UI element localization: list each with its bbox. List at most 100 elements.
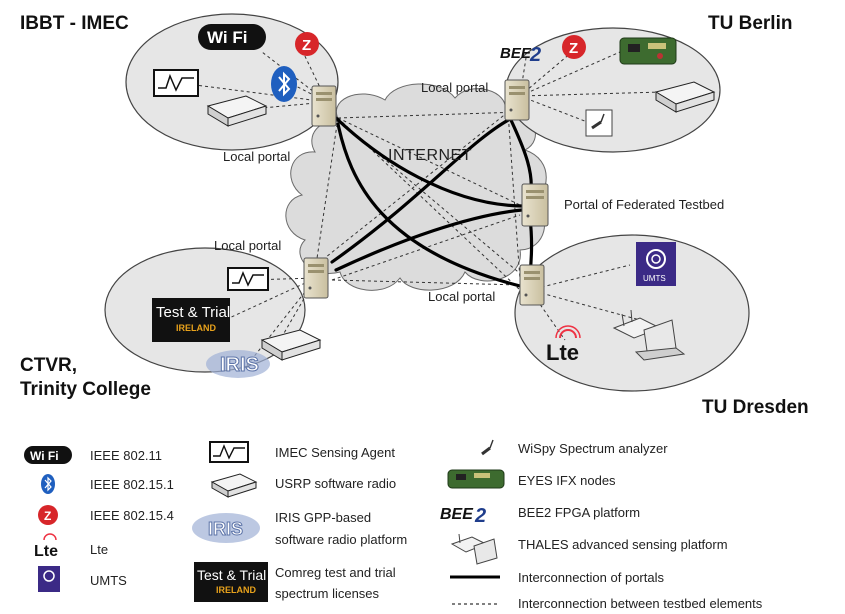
- legend-label: Interconnection between testbed elements: [518, 596, 763, 611]
- lte-text: Lte: [34, 543, 58, 560]
- federated-portal-label: Portal of Federated Testbed: [564, 197, 724, 212]
- bee2-icon: BEE 2: [500, 44, 541, 66]
- eyes-node-icon: [619, 37, 677, 65]
- portal-tuberlin-server[interactable]: [504, 79, 530, 121]
- usrp-icon: [654, 81, 716, 113]
- bee2-text: BEE: [500, 45, 532, 62]
- test-trial-icon: Test & Trial IRELAND: [194, 562, 268, 602]
- sensing-agent-icon: [209, 441, 249, 463]
- iris-icon: IRIS: [192, 513, 260, 543]
- lte-text: Lte: [546, 340, 579, 365]
- thales-icon: [612, 309, 686, 361]
- legend-label: UMTS: [90, 573, 127, 588]
- test-trial-text: Test & Trial: [156, 304, 230, 321]
- site-tudresden-ellipse: [514, 234, 750, 392]
- legend-label: USRP software radio: [275, 476, 396, 491]
- site-ctvr-title-1: CTVR,: [20, 355, 77, 376]
- wispy-icon: [585, 109, 613, 137]
- legend-item-lte: Lte Lte: [34, 533, 108, 560]
- sensing-agent-icon: [153, 69, 199, 97]
- ireland-text: IRELAND: [216, 585, 256, 595]
- wifi-badge-text: Wi Fi: [207, 28, 247, 47]
- internet-label: INTERNET: [388, 147, 472, 164]
- legend-item-iris: IRIS IRIS GPP-based software radio platf…: [192, 510, 407, 547]
- legend-item-zigbee: Z IEEE 802.15.4: [38, 505, 174, 525]
- legend-item-usrp: USRP software radio: [210, 473, 396, 498]
- umts-text: UMTS: [643, 274, 666, 283]
- iris-text: IRIS: [208, 519, 243, 539]
- local-portal-ctvr-label: Local portal: [214, 238, 281, 253]
- local-portal-tuberlin-label: Local portal: [421, 80, 488, 95]
- umts-icon: UMTS: [636, 242, 676, 286]
- legend-item-thales: THALES advanced sensing platform: [450, 533, 728, 565]
- legend-label: Lte: [90, 542, 108, 557]
- zigbee-icon: Z: [295, 32, 319, 56]
- site-tuberlin-title: TU Berlin: [708, 13, 792, 34]
- zigbee-icon: Z: [562, 35, 586, 59]
- eyes-node-icon: [447, 469, 505, 489]
- local-portal-ibbt-label: Local portal: [223, 149, 290, 164]
- bee2-icon: BEE 2: [440, 505, 486, 527]
- legend-label: THALES advanced sensing platform: [518, 537, 728, 552]
- legend-item-bluetooth: IEEE 802.15.1: [41, 474, 174, 494]
- wifi-icon: Wi Fi: [198, 24, 266, 50]
- legend-item-portal-line: Interconnection of portals: [450, 570, 664, 585]
- local-portal-tudresden-label: Local portal: [428, 289, 495, 304]
- test-trial-icon: Test & Trial IRELAND: [152, 298, 230, 342]
- usrp-icon: [206, 95, 268, 127]
- wifi-icon: Wi Fi: [24, 446, 72, 464]
- legend-item-sensing-agent: IMEC Sensing Agent: [209, 441, 395, 463]
- legend-label: WiSpy Spectrum analyzer: [518, 441, 668, 456]
- legend: Wi Fi IEEE 802.11 IEEE 802.15.1 Z IEEE 8…: [24, 439, 763, 611]
- iris-text: IRIS: [220, 354, 259, 376]
- ireland-text: IRELAND: [176, 323, 216, 333]
- usrp-icon: [260, 329, 322, 361]
- internet-cloud: [285, 83, 547, 291]
- legend-item-bee2: BEE 2 BEE2 FPGA platform: [440, 505, 640, 527]
- bluetooth-icon: [271, 66, 297, 102]
- legend-label: BEE2 FPGA platform: [518, 505, 640, 520]
- legend-label: IEEE 802.15.4: [90, 508, 174, 523]
- zigbee-text: Z: [569, 40, 578, 57]
- legend-label: IEEE 802.11: [90, 448, 162, 463]
- bee2-num: 2: [474, 505, 486, 527]
- legend-label: EYES IFX nodes: [518, 473, 616, 488]
- site-ibbt-title: IBBT - IMEC: [20, 13, 129, 34]
- usrp-icon: [210, 473, 258, 498]
- legend-item-wispy: WiSpy Spectrum analyzer: [481, 439, 668, 456]
- umts-icon: [38, 566, 60, 592]
- legend-item-eyes: EYES IFX nodes: [447, 469, 616, 489]
- legend-item-wifi: Wi Fi IEEE 802.11: [24, 446, 162, 464]
- lte-icon: Lte: [546, 325, 581, 365]
- legend-label: software radio platform: [275, 532, 407, 547]
- iris-icon: IRIS: [206, 350, 270, 378]
- zigbee-text: Z: [44, 509, 51, 523]
- sensing-agent-icon: [227, 267, 269, 291]
- site-tudresden-title: TU Dresden: [702, 397, 809, 418]
- legend-label: Interconnection of portals: [518, 570, 664, 585]
- zigbee-text: Z: [302, 37, 311, 54]
- bluetooth-icon: [41, 474, 55, 494]
- lte-icon: Lte: [34, 533, 58, 560]
- legend-label: Comreg test and trial: [275, 565, 396, 580]
- thales-icon: [450, 533, 498, 565]
- site-ctvr-title-2: Trinity College: [20, 379, 151, 400]
- wifi-badge-text: Wi Fi: [30, 449, 59, 463]
- portal-tudresden-server[interactable]: [519, 264, 545, 306]
- legend-label: IEEE 802.15.1: [90, 477, 174, 492]
- wispy-icon: [481, 439, 494, 456]
- legend-item-test-trial: Test & Trial IRELAND Comreg test and tri…: [194, 562, 396, 602]
- portal-federated-server[interactable]: [521, 183, 549, 227]
- bee2-num: 2: [529, 44, 541, 66]
- portal-ctvr-server[interactable]: [303, 257, 329, 299]
- legend-item-element-line: Interconnection between testbed elements: [452, 596, 763, 611]
- portal-ibbt-server[interactable]: [311, 85, 337, 127]
- bee2-text: BEE: [440, 506, 474, 523]
- legend-label: IMEC Sensing Agent: [275, 445, 395, 460]
- zigbee-icon: Z: [38, 505, 58, 525]
- site-ibbt-ellipse: [125, 13, 339, 151]
- legend-item-umts: UMTS: [38, 566, 127, 592]
- legend-label: IRIS GPP-based: [275, 510, 371, 525]
